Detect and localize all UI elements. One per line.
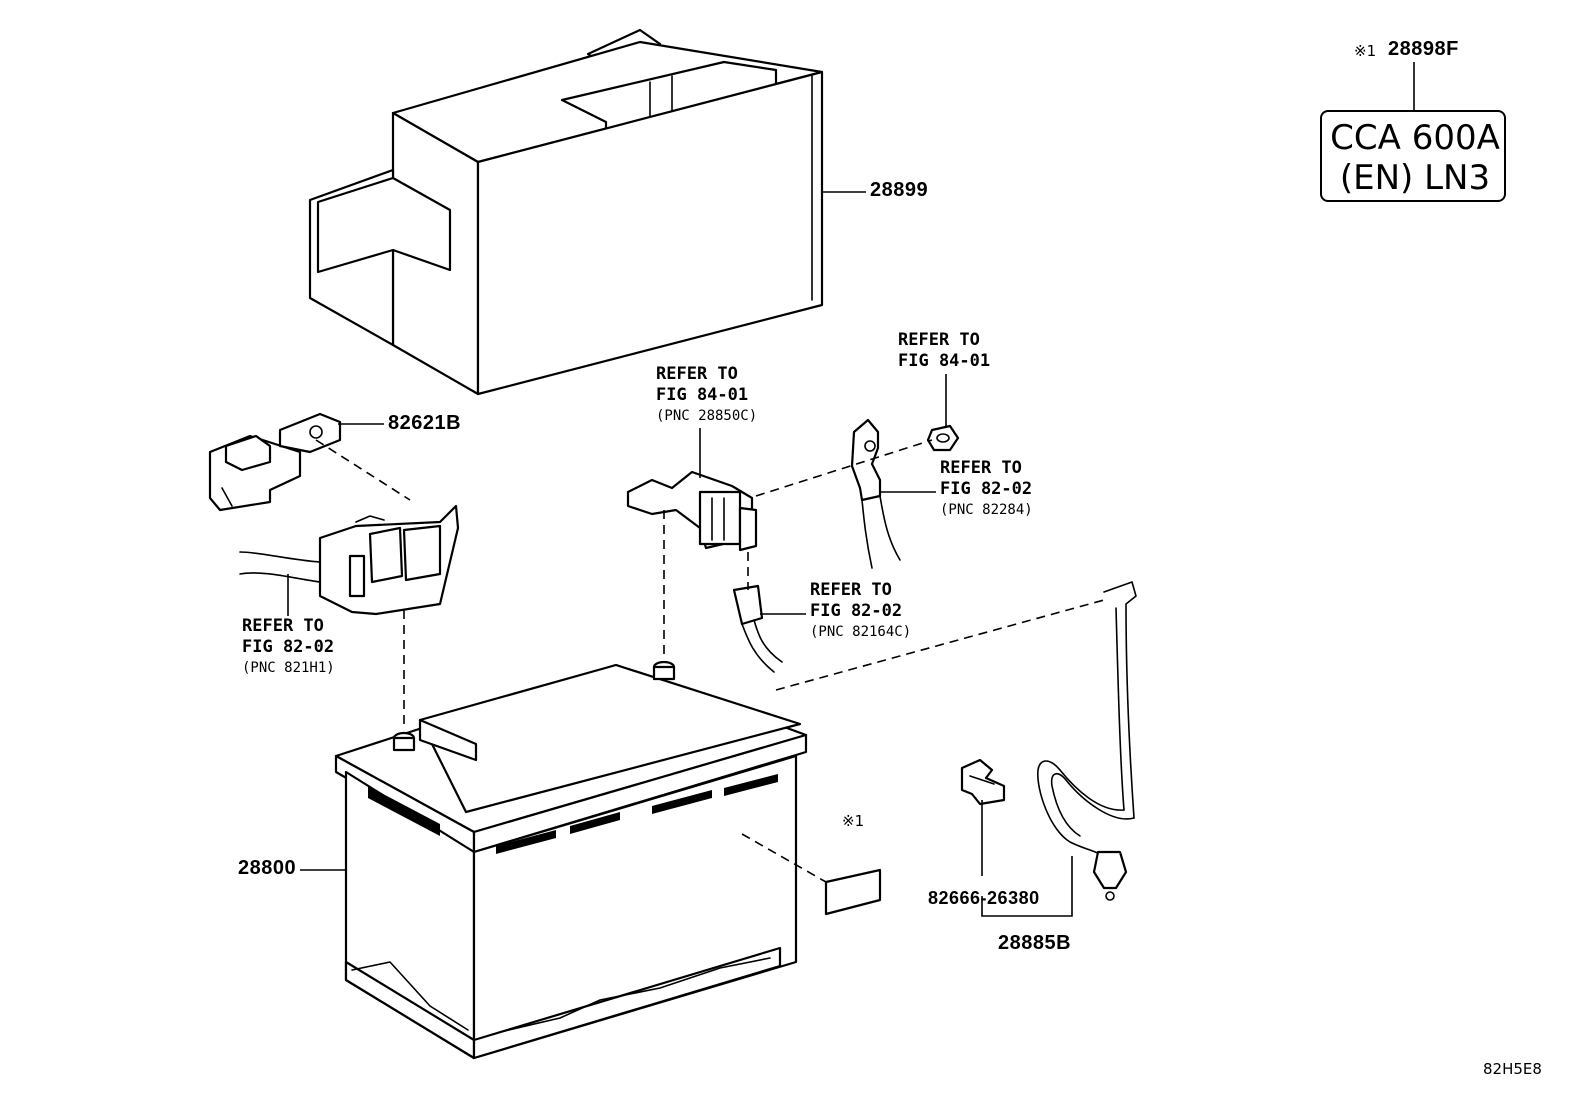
ref-sensor[interactable]: REFER TO FIG 82-02 (PNC 82164C) (810, 580, 911, 643)
ref-line1: REFER TO (242, 616, 324, 636)
callout-28898F[interactable]: 28898F (1388, 38, 1459, 60)
sensor-lead-part[interactable] (732, 584, 783, 673)
negative-cable-part[interactable] (850, 418, 960, 569)
connector-part[interactable] (239, 504, 460, 616)
battery-sticker[interactable] (824, 868, 882, 916)
callout-28899[interactable]: 28899 (870, 179, 929, 201)
negative-terminal-part[interactable] (626, 470, 758, 552)
ref-pnc: (PNC 82284) (940, 502, 1033, 518)
ref-pnc: (PNC 821H1) (242, 660, 335, 676)
ref-connector[interactable]: REFER TO FIG 82-02 (PNC 821H1) (242, 616, 335, 679)
callout-82621B[interactable]: 82621B (388, 412, 462, 434)
diagram-code: 82H5E8 (1483, 1060, 1542, 1078)
cca-line-2: (EN) LN3 (1339, 158, 1491, 198)
battery-part[interactable] (334, 660, 808, 1060)
callout-28885B[interactable]: 28885B (998, 932, 1072, 954)
ref-line2: FIG 82-02 (810, 601, 903, 621)
cca-label-box: CCA 600A (EN) LN3 (1320, 110, 1506, 202)
ref-nut[interactable]: REFER TO FIG 84-01 (898, 330, 990, 372)
ref-line2: FIG 82-02 (242, 637, 335, 657)
ref-cable[interactable]: REFER TO FIG 82-02 (PNC 82284) (940, 458, 1033, 521)
tray-cover-part[interactable] (308, 28, 824, 396)
dash-sticker-battery (741, 833, 827, 883)
ref-line1: REFER TO (810, 580, 892, 600)
ref-line1: REFER TO (898, 330, 980, 350)
callout-28800[interactable]: 28800 (238, 857, 297, 879)
leader-28885B (981, 856, 1073, 917)
ref-line1: REFER TO (656, 364, 738, 384)
dash-rod-battery (775, 599, 1105, 691)
ref-line2: FIG 84-01 (656, 385, 749, 405)
sticker-mark: ※1 (842, 812, 865, 830)
hold-down-clamp-part[interactable] (960, 758, 1006, 806)
label-mark: ※1 (1354, 42, 1377, 60)
callout-82666-26380[interactable]: 82666-26380 (928, 888, 1040, 908)
dash-terminal-nut (755, 439, 933, 497)
ref-pnc: (PNC 82164C) (810, 624, 912, 640)
ref-line2: FIG 82-02 (940, 479, 1033, 499)
ref-line2: FIG 84-01 (898, 351, 991, 371)
dash-cover-connector (315, 439, 411, 501)
cca-line-1: CCA 600A (1330, 118, 1500, 158)
ref-pnc: (PNC 28850C) (656, 408, 758, 424)
hold-down-rod-part[interactable] (1037, 581, 1137, 901)
ref-line1: REFER TO (940, 458, 1022, 478)
terminal-cover-part[interactable] (208, 412, 342, 512)
ref-terminal-neg[interactable]: REFER TO FIG 84-01 (PNC 28850C) (656, 364, 757, 427)
